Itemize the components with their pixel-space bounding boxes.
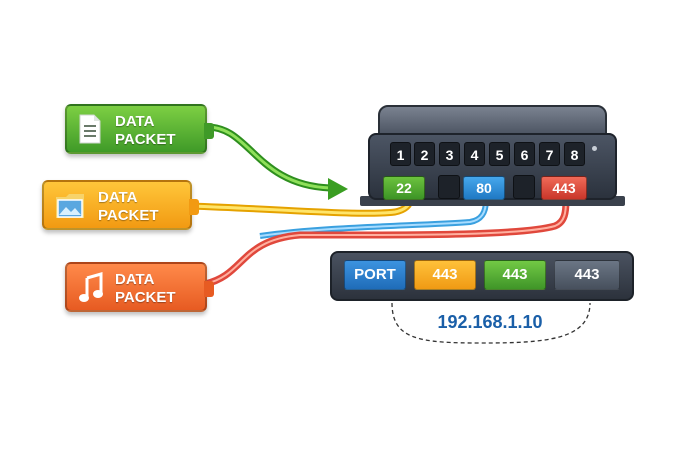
music-note-icon <box>79 272 105 309</box>
document-icon <box>77 113 103 150</box>
port-443: 443 <box>541 176 587 200</box>
cable-connector <box>189 199 199 215</box>
switch-key: 5 <box>489 142 510 166</box>
switch-key: 4 <box>464 142 485 166</box>
switch-key: 3 <box>439 142 460 166</box>
arrow-head-icon <box>328 178 348 200</box>
switch-key: 6 <box>514 142 535 166</box>
switch-base <box>360 196 625 206</box>
port-bar-value: 443 <box>484 260 546 290</box>
port-80: 80 <box>463 176 505 200</box>
data-packet-music: DATA PACKET <box>65 262 214 312</box>
cable-connector <box>204 123 214 139</box>
green-cable <box>204 123 331 192</box>
status-led-icon <box>592 146 597 151</box>
packet-label-line2: PACKET <box>115 131 176 148</box>
dashed-bracket <box>391 302 591 344</box>
packet-label-line1: DATA <box>98 189 138 206</box>
switch-key: 1 <box>390 142 411 166</box>
cable-connector <box>204 281 214 297</box>
switch-top-panel <box>378 105 607 137</box>
packet-label-line2: PACKET <box>98 207 159 224</box>
switch-key: 7 <box>539 142 560 166</box>
image-icon <box>54 191 86 226</box>
ip-address: 192.168.1.10 <box>437 312 543 332</box>
port-bar-label: PORT <box>344 260 406 290</box>
empty-port <box>513 175 535 199</box>
port-bar-value: 443 <box>414 260 476 290</box>
data-packet-image: DATA PACKET <box>42 180 199 230</box>
packet-label-line1: DATA <box>115 113 155 130</box>
data-packet-document: DATA PACKET <box>65 104 214 154</box>
packet-label-line1: DATA <box>115 271 155 288</box>
switch-key: 2 <box>414 142 435 166</box>
empty-port <box>438 175 460 199</box>
port-22: 22 <box>383 176 425 200</box>
packet-label-line2: PACKET <box>115 289 176 306</box>
port-bar-value: 443 <box>554 260 620 290</box>
switch-key: 8 <box>564 142 585 166</box>
